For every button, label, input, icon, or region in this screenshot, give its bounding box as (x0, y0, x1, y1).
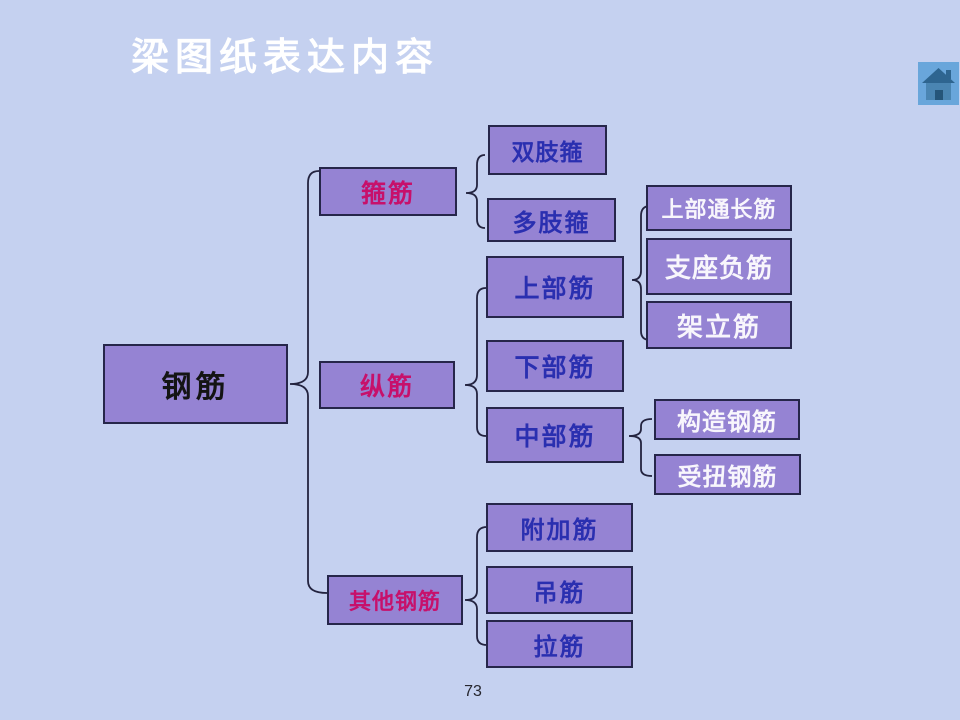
node-structural-bar: 构造钢筋 (654, 399, 800, 440)
brace-other-rebar (464, 526, 488, 646)
page-number: 73 (464, 683, 482, 700)
brace-root (289, 170, 328, 594)
node-support-negative-bar: 支座负筋 (646, 238, 792, 295)
node-erection-bar: 架立筋 (646, 301, 792, 349)
node-bottom-bar: 下部筋 (486, 340, 624, 392)
node-longitudinal-bar: 纵筋 (319, 361, 455, 409)
node-additional-bar: 附加筋 (486, 503, 633, 552)
brace-middle-bar (628, 418, 653, 477)
node-top-through-bar: 上部通长筋 (646, 185, 792, 231)
page-title: 梁图纸表达内容 (131, 37, 440, 79)
node-stirrup: 箍筋 (319, 167, 457, 216)
home-button[interactable] (918, 62, 959, 105)
node-hanging-bar: 吊筋 (486, 566, 633, 614)
home-icon (922, 68, 955, 100)
brace-stirrup (465, 154, 486, 229)
node-tie-bar: 拉筋 (486, 620, 633, 668)
node-torsion-bar: 受扭钢筋 (654, 454, 801, 495)
node-double-leg-stirrup: 双肢箍 (488, 125, 607, 175)
node-rebar: 钢筋 (103, 344, 288, 424)
brace-longitudinal (464, 287, 487, 437)
brace-top-bar (631, 205, 651, 341)
node-other-rebar: 其他钢筋 (327, 575, 463, 625)
node-middle-bar: 中部筋 (486, 407, 624, 463)
node-multi-leg-stirrup: 多肢箍 (487, 198, 616, 242)
node-top-bar: 上部筋 (486, 256, 624, 318)
